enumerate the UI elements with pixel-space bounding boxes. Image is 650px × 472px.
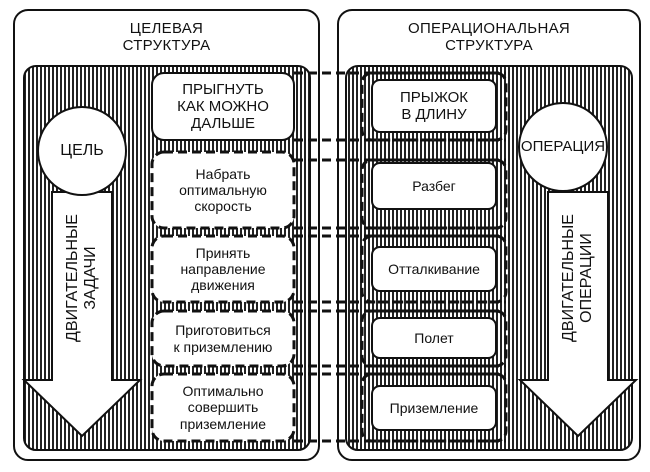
task-box-3 [150, 234, 296, 304]
dashed-connectors [294, 71, 508, 443]
goal-circle-label: ЦЕЛЬ [60, 141, 104, 159]
goal-circle [37, 106, 127, 196]
operation-label-5: Приземление [389, 399, 479, 416]
operation-label-3: Отталкивание [388, 260, 480, 277]
task-label-5: Оптимально совершить приземление [179, 383, 267, 432]
operation-label-2: Разбег [412, 177, 456, 194]
operation-box-2 [371, 162, 497, 210]
task-box-4 [150, 309, 296, 368]
operation-box-1 [371, 79, 497, 133]
task-box-main [151, 72, 295, 141]
task-box-5 [150, 372, 296, 443]
operation-down-arrow [517, 191, 639, 438]
operation-label-1: ПРЫЖОК В ДЛИНУ [400, 88, 468, 123]
operation-circle-label: ОПЕРАЦИЯ [520, 138, 606, 156]
task-label-4: Приготовиться к приземлению [173, 322, 273, 355]
task-label-3: Принять направление движения [180, 244, 266, 294]
operation-arrow-label: ДВИГАТЕЛЬНЫЕ ОПЕРАЦИИ [560, 214, 595, 342]
operational-structure-title: ОПЕРАЦИОНАЛЬНАЯ СТРУКТУРА [407, 19, 571, 54]
goal-structure-title: ЦЕЛЕВАЯ СТРУКТУРА [122, 19, 211, 54]
goal-down-arrow [21, 191, 143, 438]
task-label-main: ПРЫГНУТЬ КАК МОЖНО ДАЛЬШЕ [177, 80, 269, 133]
operation-circle [518, 102, 608, 192]
operation-box-3 [371, 246, 497, 292]
operation-box-4 [371, 317, 497, 359]
task-box-2 [150, 150, 296, 230]
goal-arrow-label: ДВИГАТЕЛЬНЫЕ ЗАДАЧИ [64, 214, 99, 342]
operation-label-4: Полет [414, 329, 454, 346]
operation-box-5 [371, 385, 497, 431]
task-label-2: Набрать оптимальную скорость [179, 165, 267, 215]
